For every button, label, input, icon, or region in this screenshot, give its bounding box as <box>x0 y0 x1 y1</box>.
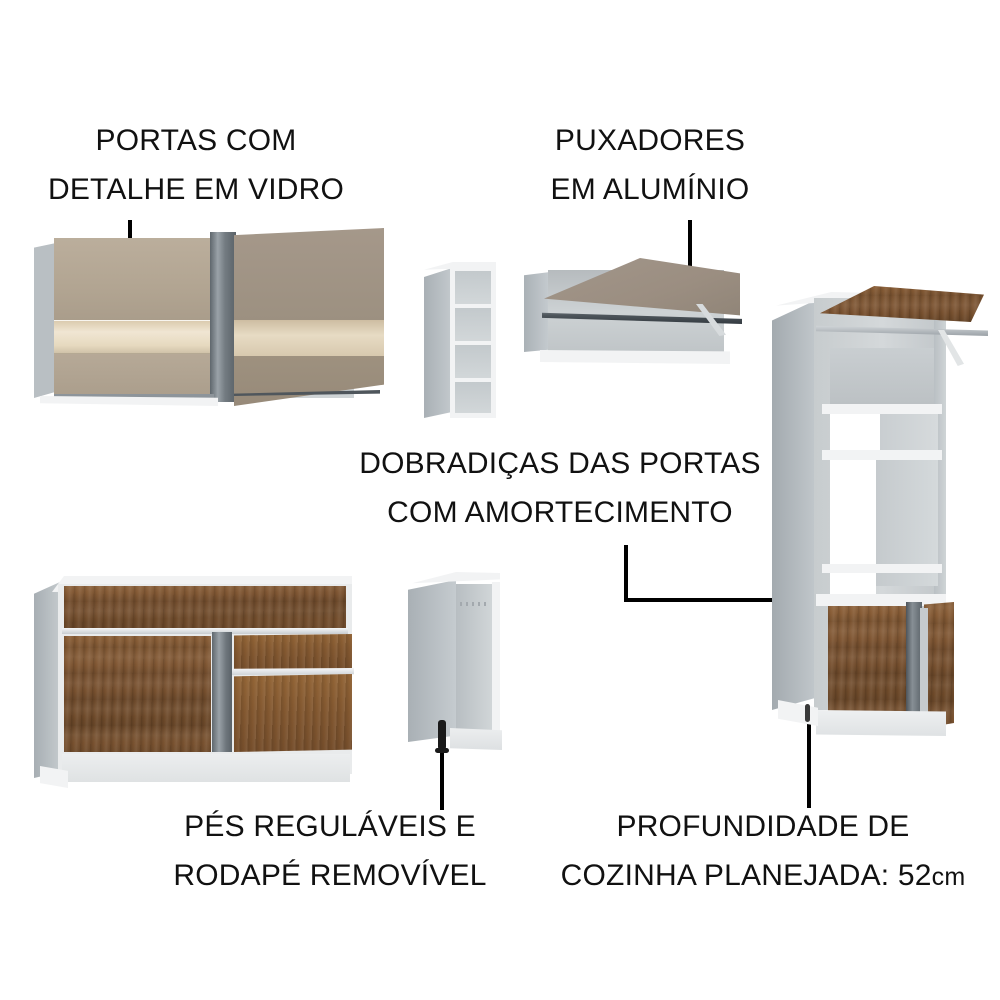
torre-bottom-shelf <box>816 594 946 606</box>
cabinet-bottom-edge <box>40 396 218 406</box>
torre-void <box>830 414 880 450</box>
callout-profundidade-unit: cm <box>931 862 966 891</box>
callout-portas-vidro-line1: PORTAS COM <box>95 124 297 157</box>
torre-shelf <box>822 404 942 414</box>
shelf-niche <box>455 382 491 413</box>
torre-door-left[interactable] <box>828 606 906 726</box>
callout-pes-rodape: PÉS REGULÁVEIS E RODAPÉ REMOVÍVEL <box>165 803 495 900</box>
callout-pes-rodape-line1: PÉS REGULÁVEIS E <box>184 810 476 843</box>
door-left[interactable] <box>54 238 213 396</box>
leader-line-dobradicas-horizontal <box>624 598 852 602</box>
basculante-bottom-panel <box>540 350 730 364</box>
door-left-glass-stripe <box>54 320 213 354</box>
estreito-niche <box>456 584 494 732</box>
torre-door-right[interactable] <box>924 602 954 728</box>
shelf-side-panel <box>424 268 452 418</box>
aluminum-handle-vertical <box>906 602 922 726</box>
callout-puxadores-line2: EM ALUMÍNIO <box>550 172 750 206</box>
estreito-top-panel <box>412 572 500 584</box>
leader-line-profundidade <box>807 716 811 808</box>
door-right-glass-stripe <box>234 320 384 358</box>
callout-puxadores: PUXADORES EM ALUMÍNIO <box>527 117 773 214</box>
torre-shelf <box>822 564 942 573</box>
cabinet-side-panel <box>34 243 56 398</box>
drawer-top[interactable] <box>64 586 346 628</box>
product-balcao-madeira[interactable] <box>34 570 374 792</box>
callout-profundidade-value: COZINHA PLANEJADA: 52 <box>560 858 932 892</box>
callout-dobradicas-line2: COM AMORTECIMENTO <box>387 495 733 529</box>
plinth-rodape[interactable] <box>450 728 502 750</box>
aluminum-handle-bar <box>542 312 742 324</box>
shelf-pin-holes <box>460 602 490 606</box>
door-right[interactable] <box>234 228 384 406</box>
drawer-top-handle <box>62 628 348 634</box>
cabinet-bottom-rail-right <box>234 390 380 396</box>
drawer-right-upper[interactable] <box>234 634 352 670</box>
drawer-right-upper-handle <box>232 668 354 675</box>
product-armario-aereo-2-portas-vidro[interactable] <box>34 228 384 413</box>
torre-void <box>830 573 876 595</box>
torre-side-panel <box>772 300 816 710</box>
estreito-frame-right <box>492 582 500 734</box>
callout-pes-rodape-line2: RODAPÉ REMOVÍVEL <box>173 858 487 892</box>
shelf-top-panel <box>424 262 496 270</box>
basculante-side-panel <box>524 272 550 352</box>
shelf-niche <box>455 308 491 341</box>
callout-profundidade-line2: COZINHA PLANEJADA: 52cm <box>556 852 970 901</box>
aluminum-handle-vertical <box>210 232 236 402</box>
balcao-bottom-edge <box>40 766 68 788</box>
product-balcao-estreito-nicho[interactable] <box>408 568 506 760</box>
estreito-side-panel <box>408 580 456 742</box>
torre-bottom-edge <box>778 700 818 726</box>
plinth-rodape[interactable] <box>62 754 350 782</box>
leader-line-pes-rodape <box>440 753 444 810</box>
door-right-upper-panel <box>234 228 384 324</box>
adjustable-leg-icon <box>438 720 446 750</box>
callout-dobradicas-line1: DOBRADIÇAS DAS PORTAS <box>359 447 761 480</box>
cabinet-bottom-rail <box>54 394 214 399</box>
adjustable-leg-icon <box>805 704 810 722</box>
product-armario-aereo-nichos[interactable] <box>424 258 506 428</box>
leader-line-dobradicas-vertical <box>624 545 628 602</box>
door-left-upper-panel <box>54 238 213 320</box>
shelf-niche <box>455 271 491 304</box>
aluminum-handle-vertical <box>212 632 232 752</box>
shelf-niche <box>455 345 491 378</box>
product-armario-aereo-basculante[interactable] <box>524 258 742 370</box>
callout-profundidade-line1: PROFUNDIDADE DE <box>616 810 910 843</box>
callout-puxadores-line1: PUXADORES <box>554 124 746 157</box>
adjustable-leg-foot <box>435 748 449 753</box>
callout-portas-vidro-line2: DETALHE EM VIDRO <box>47 172 345 206</box>
plinth-rodape[interactable] <box>816 710 946 736</box>
balcao-side-panel <box>34 582 60 778</box>
door-left-wood[interactable] <box>64 636 211 752</box>
door-right-lower-panel <box>234 356 384 406</box>
callout-profundidade: PROFUNDIDADE DE COZINHA PLANEJADA: 52cm <box>556 803 970 900</box>
drawer-right-lower[interactable] <box>234 674 352 752</box>
torre-shelf <box>822 450 942 460</box>
torre-interior <box>920 608 928 720</box>
torre-inner-panel <box>880 414 938 450</box>
callout-dobradicas: DOBRADIÇAS DAS PORTAS COM AMORTECIMENTO <box>351 440 769 537</box>
product-torre-quente[interactable] <box>772 286 988 736</box>
torre-basculante-handle <box>816 325 988 336</box>
callout-portas-vidro: PORTAS COM DETALHE EM VIDRO <box>40 117 352 214</box>
door-left-lower-panel <box>54 354 213 396</box>
torre-oven-niche <box>830 348 934 404</box>
